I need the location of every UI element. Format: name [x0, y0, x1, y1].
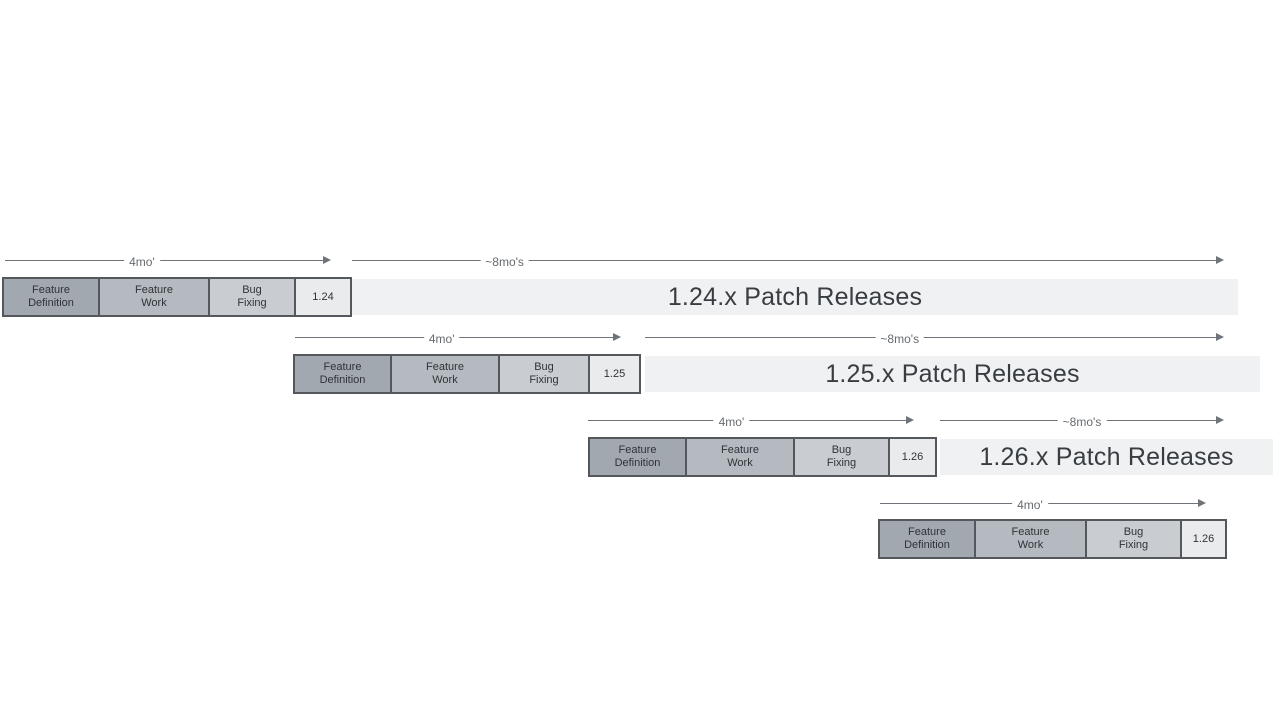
release-3-patch-duration-arrow: ~8mo's	[940, 414, 1224, 429]
release-1-patch-duration-arrow: ~8mo's	[352, 254, 1224, 269]
version-box: 1.25	[590, 354, 641, 394]
patch-duration-label: ~8mo's	[875, 332, 925, 346]
arrow-head-icon	[1216, 333, 1224, 341]
release-2-dev-duration-arrow: 4mo'	[295, 331, 621, 346]
arrow-head-icon	[1216, 256, 1224, 264]
patch-duration-label: ~8mo's	[1057, 415, 1107, 429]
arrow-line	[352, 260, 1221, 261]
patch-releases-bar: 1.26.x Patch Releases	[940, 439, 1273, 475]
release-1-dev-duration-arrow: 4mo'	[5, 254, 331, 269]
feature-definition-box: Feature Definition	[293, 354, 392, 394]
version-box: 1.26	[890, 437, 937, 477]
release-2-patch-duration-arrow: ~8mo's	[645, 331, 1224, 346]
arrow-head-icon	[323, 256, 331, 264]
patch-duration-label: ~8mo's	[480, 255, 529, 269]
feature-work-box: Feature Work	[392, 354, 500, 394]
bug-fixing-box: Bug Fixing	[210, 277, 296, 317]
dev-duration-label: 4mo'	[1012, 498, 1048, 512]
arrow-line	[5, 260, 328, 261]
dev-duration-label: 4mo'	[713, 415, 750, 429]
dev-duration-label: 4mo'	[423, 332, 460, 346]
arrow-head-icon	[613, 333, 621, 341]
release-4-dev-duration-arrow: 4mo'	[880, 497, 1206, 512]
feature-definition-box: Feature Definition	[588, 437, 687, 477]
feature-work-box: Feature Work	[100, 277, 210, 317]
arrow-head-icon	[906, 416, 914, 424]
patch-releases-bar: 1.25.x Patch Releases	[645, 356, 1260, 392]
release-3-dev-duration-arrow: 4mo'	[588, 414, 914, 429]
dev-duration-label: 4mo'	[124, 255, 160, 269]
bug-fixing-box: Bug Fixing	[1087, 519, 1182, 559]
version-box: 1.26	[1182, 519, 1227, 559]
feature-definition-box: Feature Definition	[878, 519, 976, 559]
version-box: 1.24	[296, 277, 352, 317]
bug-fixing-box: Bug Fixing	[795, 437, 890, 477]
patch-releases-bar: 1.24.x Patch Releases	[352, 279, 1238, 315]
feature-definition-box: Feature Definition	[2, 277, 100, 317]
arrow-line	[645, 337, 1221, 338]
arrow-line	[588, 420, 911, 421]
arrow-head-icon	[1198, 499, 1206, 507]
feature-work-box: Feature Work	[976, 519, 1087, 559]
arrow-head-icon	[1216, 416, 1224, 424]
bug-fixing-box: Bug Fixing	[500, 354, 590, 394]
feature-work-box: Feature Work	[687, 437, 795, 477]
